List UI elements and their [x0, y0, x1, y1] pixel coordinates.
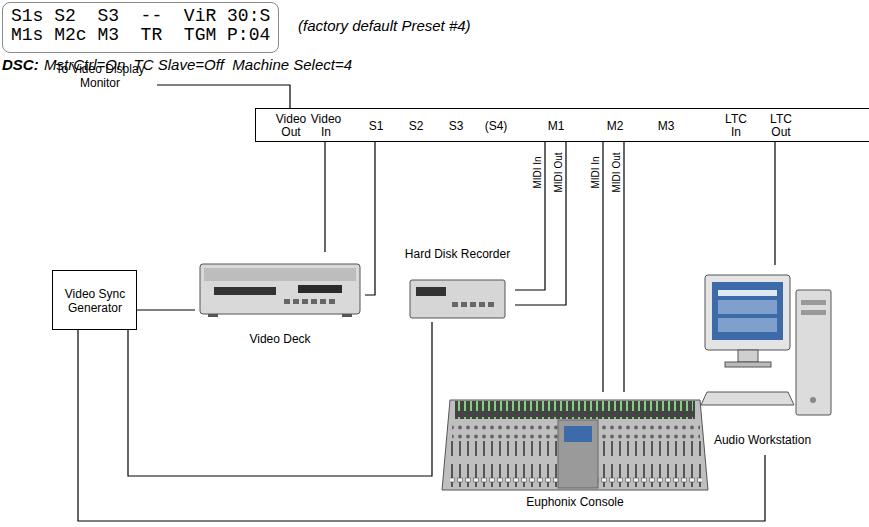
cassette-slot — [214, 287, 276, 295]
deck-display — [298, 285, 342, 293]
port-label: M1 — [539, 120, 573, 133]
keyboard — [701, 392, 794, 405]
monitor-stand — [738, 350, 758, 362]
recorder-button — [470, 302, 476, 307]
device-label: Video Deck — [195, 332, 365, 346]
recorder-button — [488, 302, 494, 307]
deck-foot — [208, 314, 218, 317]
deck-button — [284, 299, 290, 304]
wire-label: MIDI Out — [611, 152, 622, 192]
power-button — [810, 397, 816, 403]
meter-bridge — [455, 401, 695, 419]
signal-wire — [137, 309, 195, 310]
deck-button — [329, 299, 335, 304]
signal-wire — [324, 142, 325, 252]
recorder-button — [479, 302, 485, 307]
device-label: Video Sync Generator — [57, 287, 133, 315]
console-body — [442, 400, 708, 490]
screen-track — [718, 318, 777, 332]
screen-track — [718, 300, 777, 314]
video-deck-top — [204, 268, 356, 281]
note-heading: DSC: — [2, 56, 39, 74]
monitor-base — [725, 362, 771, 367]
drive-slot — [801, 300, 826, 305]
video-deck-body — [200, 264, 360, 314]
display-line: S1s S2 S3 -- ViR 30:S — [11, 7, 270, 26]
sync-generator-box: Video Sync Generator — [52, 270, 137, 330]
port-label: LTC In — [719, 113, 753, 139]
display-line: M1s M2c M3 TR TGM P:04 — [11, 26, 270, 45]
recorder-body — [410, 280, 505, 318]
wire-label: MIDI In — [532, 156, 543, 188]
drive-slot — [801, 310, 826, 315]
video-deck: Video Deck — [195, 252, 365, 347]
port-label: Video Out — [274, 113, 308, 139]
signal-wire — [623, 142, 624, 392]
computer-tower — [796, 290, 831, 415]
deck-button — [293, 299, 299, 304]
destination-label: To Video Display Monitor — [50, 62, 150, 90]
signal-wire — [78, 330, 765, 521]
meter-row — [457, 401, 693, 419]
wire-label: MIDI In — [590, 156, 601, 188]
screen-bar — [718, 290, 777, 296]
recorder-button — [452, 302, 458, 307]
lcd-display: S1s S2 S3 -- ViR 30:SM1s M2c M3 TR TGM P… — [2, 2, 279, 53]
signal-wire — [365, 142, 375, 295]
rear-panel: Video OutVideo In S1 S2 S3 (S4) M1 M2 M3 LTC In L… — [255, 108, 869, 142]
euphonix-console: Euphonix Console — [440, 392, 710, 514]
deck-button — [311, 299, 317, 304]
deck-button — [302, 299, 308, 304]
note-text: (factory default Preset #4) — [298, 17, 471, 35]
device-label: Hard Disk Recorder — [400, 247, 515, 261]
signal-wire — [774, 142, 775, 265]
recorder-button — [461, 302, 467, 307]
leader-line — [157, 85, 290, 108]
monitor-case — [705, 275, 790, 350]
deck-button — [320, 299, 326, 304]
monitor-screen — [712, 282, 783, 340]
port-label: S3 — [439, 120, 473, 133]
signal-wire — [128, 322, 432, 476]
device-label: Audio Workstation — [690, 433, 835, 447]
signal-wire — [515, 142, 545, 290]
deck-foot — [342, 314, 352, 317]
port-label: S2 — [399, 120, 433, 133]
wire-label: MIDI Out — [553, 152, 564, 192]
center-section — [558, 420, 598, 488]
port-label: M2 — [598, 120, 632, 133]
hard-disk-recorder: Hard Disk Recorder — [400, 247, 515, 322]
audio-workstation: Audio Workstation — [690, 265, 835, 455]
signal-wire — [515, 142, 566, 305]
signal-wire — [602, 142, 603, 392]
port-label: LTC Out — [764, 113, 798, 139]
port-label: Video In — [309, 113, 343, 139]
recorder-display — [416, 287, 446, 296]
port-label: S1 — [359, 120, 393, 133]
device-label: Euphonix Console — [440, 495, 710, 509]
console-screen — [564, 426, 592, 442]
port-label: M3 — [649, 120, 683, 133]
port-label: (S4) — [479, 120, 513, 133]
